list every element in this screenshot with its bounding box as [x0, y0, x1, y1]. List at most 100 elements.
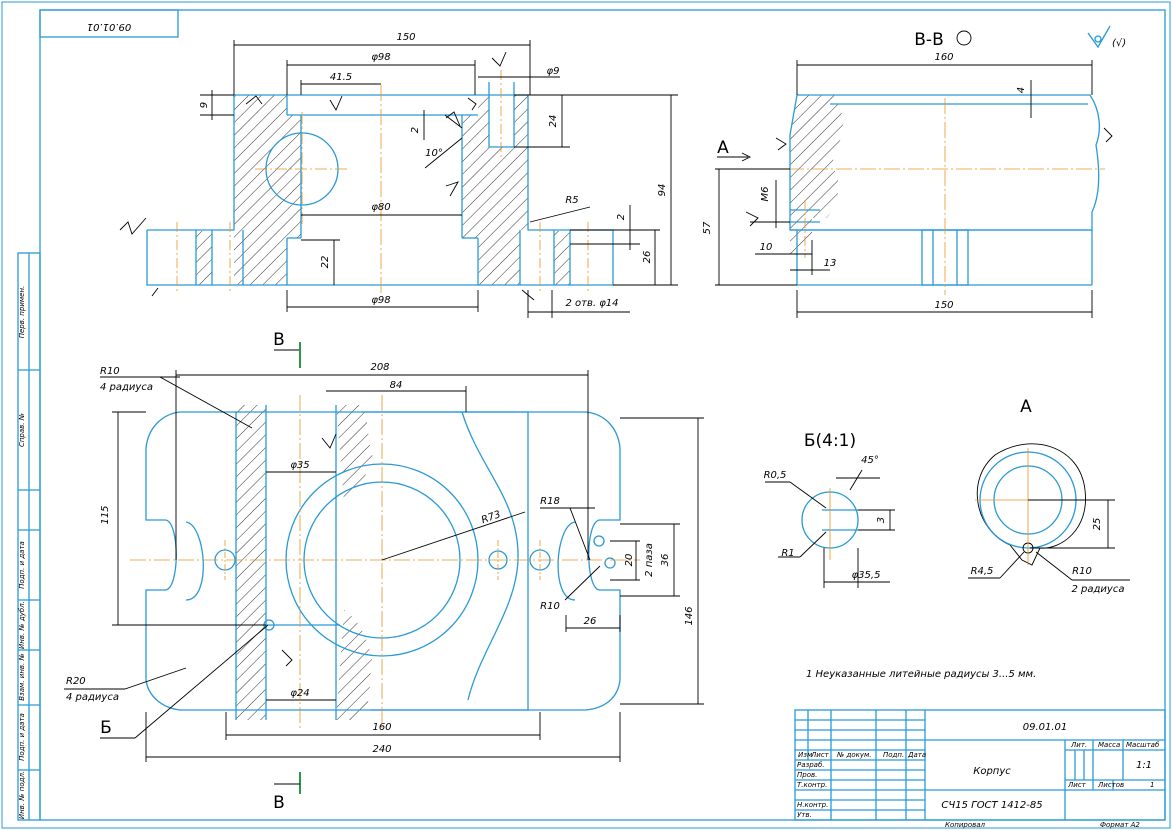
svg-text:Лист: Лист: [810, 751, 830, 759]
svg-text:9: 9: [199, 102, 210, 108]
svg-text:3: 3: [876, 517, 887, 523]
side-stamp-column: Перв. примен. Справ. № Подп. и дата Инв.…: [17, 252, 41, 821]
svg-text:Н.контр.: Н.контр.: [797, 801, 828, 809]
svg-text:57: 57: [702, 221, 713, 234]
svg-text:(√): (√): [1112, 38, 1126, 49]
svg-text:Пров.: Пров.: [797, 771, 817, 779]
detail-b: Б(4:1) 45° R0,5 3 R1 φ35,5: [764, 431, 895, 588]
svg-text:1: 1: [1150, 781, 1154, 789]
svg-text:R1: R1: [781, 548, 794, 559]
svg-text:10: 10: [760, 242, 773, 253]
side-label: Взам. инв. №: [18, 653, 26, 701]
svg-text:φ35,5: φ35,5: [852, 570, 881, 581]
corner-stamp: 09.01.01: [87, 21, 132, 32]
svg-text:26: 26: [642, 251, 653, 264]
svg-text:146: 146: [684, 606, 695, 625]
svg-text:36: 36: [660, 554, 671, 567]
svg-text:Масса: Масса: [1098, 741, 1120, 749]
svg-text:Подп.: Подп.: [883, 751, 904, 759]
detail-b-title: Б(4:1): [804, 431, 856, 451]
designation: 09.01.01: [1023, 722, 1068, 733]
svg-text:115: 115: [100, 505, 111, 524]
view-a-title: А: [1020, 397, 1032, 417]
svg-text:φ9: φ9: [547, 66, 560, 77]
svg-text:Масштаб: Масштаб: [1126, 741, 1160, 749]
svg-text:Лист: Лист: [1067, 781, 1087, 789]
side-label: Перв. примен.: [18, 286, 26, 339]
view-a-arrow-label: А: [717, 138, 729, 158]
svg-text:4: 4: [1016, 87, 1027, 93]
svg-text:45°: 45°: [861, 455, 879, 466]
svg-text:4 радиуса: 4 радиуса: [100, 382, 153, 393]
svg-text:φ98: φ98: [371, 52, 390, 63]
svg-text:160: 160: [372, 722, 391, 733]
svg-text:φ98: φ98: [371, 295, 390, 306]
front-view: 150 φ98 41.5 φ9 9 24 2 10° φ80 R5 2 94 2…: [119, 32, 678, 318]
svg-text:150: 150: [934, 300, 953, 311]
svg-text:2: 2: [410, 127, 421, 133]
side-label: Подп. и дата: [18, 713, 26, 761]
svg-text:R5: R5: [565, 195, 578, 206]
section-bb: В-В 160: [702, 30, 1113, 318]
svg-text:208: 208: [370, 362, 389, 373]
svg-text:26: 26: [584, 616, 597, 627]
svg-text:84: 84: [390, 380, 403, 391]
svg-text:Т.контр.: Т.контр.: [797, 781, 827, 789]
detail-b-label: Б: [100, 718, 112, 738]
cut-label-bottom: В: [273, 793, 285, 813]
svg-text:М6: М6: [760, 187, 771, 202]
svg-text:2 паза: 2 паза: [644, 543, 655, 577]
svg-text:φ35: φ35: [290, 460, 309, 471]
svg-text:2: 2: [616, 214, 627, 220]
side-label: Подп. и дата: [18, 541, 26, 589]
svg-text:13: 13: [824, 258, 837, 269]
svg-text:4 радиуса: 4 радиуса: [66, 692, 119, 703]
svg-text:φ80: φ80: [371, 202, 390, 213]
cut-label-top: В: [273, 330, 285, 350]
svg-text:240: 240: [372, 744, 391, 755]
view-a: А 25 R4,5 R10 2 радиуса: [968, 397, 1130, 595]
svg-text:24: 24: [548, 115, 559, 128]
general-note: 1 Неуказанные литейные радиусы 3...5 мм.: [806, 669, 1036, 680]
svg-text:Изм: Изм: [798, 751, 813, 759]
svg-text:25: 25: [1092, 518, 1103, 531]
svg-text:Разраб.: Разраб.: [797, 761, 825, 769]
svg-text:Утв.: Утв.: [797, 811, 812, 819]
svg-text:20: 20: [624, 554, 635, 567]
side-label: Инв. № дубл.: [18, 601, 26, 649]
svg-text:Дата: Дата: [907, 751, 926, 759]
section-bb-title: В-В: [914, 30, 943, 50]
svg-text:№ докум.: № докум.: [836, 751, 872, 759]
svg-text:Листов: Листов: [1097, 781, 1124, 789]
svg-text:2 радиуса: 2 радиуса: [1072, 584, 1125, 595]
svg-text:R10: R10: [100, 366, 120, 377]
svg-text:R10: R10: [1072, 566, 1092, 577]
svg-text:10°: 10°: [425, 148, 443, 159]
svg-text:Формат А2: Формат А2: [1100, 821, 1140, 829]
svg-text:1:1: 1:1: [1136, 760, 1152, 771]
svg-text:22: 22: [320, 256, 331, 269]
svg-text:94: 94: [657, 184, 668, 197]
svg-text:R4,5: R4,5: [971, 566, 994, 577]
title-block: 09.01.01 Корпус СЧ15 ГОСТ 1412-85 Изм Ли…: [794, 709, 1166, 829]
part-name: Корпус: [973, 766, 1011, 777]
svg-text:Лит.: Лит.: [1070, 741, 1087, 749]
svg-text:R18: R18: [540, 496, 560, 507]
roughness-symbol: (√): [1087, 25, 1126, 49]
svg-text:R20: R20: [66, 676, 86, 687]
svg-text:2 отв. φ14: 2 отв. φ14: [565, 298, 618, 309]
svg-text:R0,5: R0,5: [764, 470, 787, 481]
side-label: Справ. №: [18, 413, 26, 447]
plan-view: В В R10 4 радиуса R20 4 радиуса Б 208 84…: [64, 330, 704, 813]
corner-stamp-box: [39, 9, 179, 38]
svg-text:Копировал: Копировал: [945, 821, 986, 829]
svg-text:150: 150: [396, 32, 415, 43]
material: СЧ15 ГОСТ 1412-85: [941, 800, 1042, 811]
svg-text:R10: R10: [540, 601, 560, 612]
svg-text:φ24: φ24: [290, 688, 309, 699]
svg-text:160: 160: [934, 52, 953, 63]
side-label: Инв. № подл.: [18, 771, 26, 819]
svg-text:41.5: 41.5: [330, 72, 352, 83]
